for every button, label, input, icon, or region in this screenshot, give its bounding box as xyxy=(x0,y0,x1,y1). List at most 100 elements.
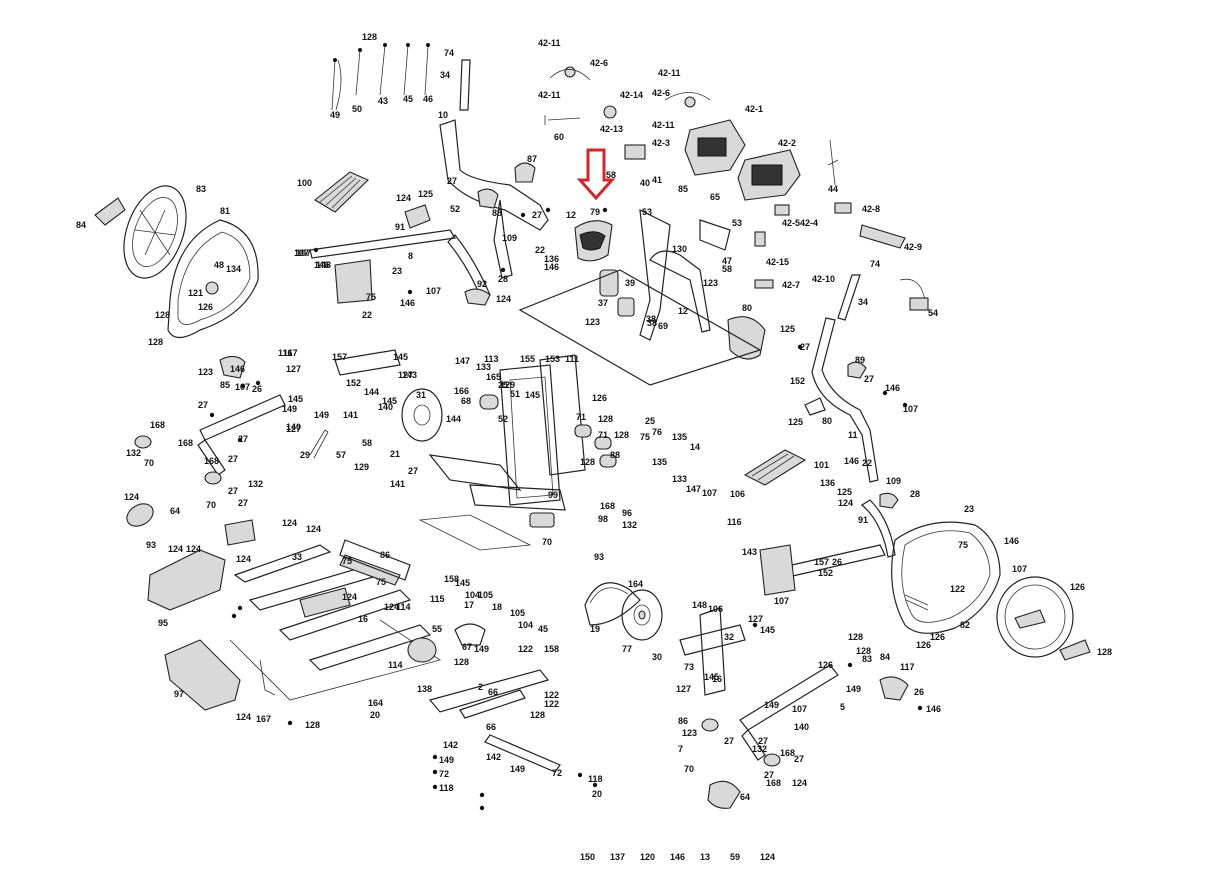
part-number-label: 42-11 xyxy=(538,38,561,48)
part-number-label: 105 xyxy=(478,590,493,600)
part-number-label: 42-3 xyxy=(652,138,670,148)
part-number-label: 57 xyxy=(336,450,346,460)
part-number-label: 167 xyxy=(256,714,271,724)
part-number-label: 128 xyxy=(148,337,163,347)
part-number-label: 128 xyxy=(454,657,469,667)
part-number-label: 114 xyxy=(396,602,411,612)
part-number-label: 126 xyxy=(930,632,945,642)
part-number-label: 2 xyxy=(478,682,483,692)
left-pedal-arm xyxy=(309,162,536,306)
part-number-label: 127 xyxy=(286,424,301,434)
part-number-label: 105 xyxy=(510,608,525,618)
part-number-label: 146 xyxy=(926,704,941,714)
part-number-label: 133 xyxy=(672,474,687,484)
part-number-label: 26 xyxy=(252,384,262,394)
part-number-label: 147 xyxy=(455,356,470,366)
right-pedal-arm xyxy=(759,492,899,596)
part-number-label: 126 xyxy=(1070,582,1085,592)
part-number-label: 97 xyxy=(174,689,184,699)
part-number-label: 124 xyxy=(236,554,251,564)
part-number-label: 86 xyxy=(678,716,688,726)
part-number-label: 5 xyxy=(840,702,845,712)
part-number-label: 125 xyxy=(418,189,433,199)
part-number-label: 84 xyxy=(76,220,86,230)
part-number-label: 122 xyxy=(544,699,559,709)
part-number-label: 138 xyxy=(417,684,432,694)
part-number-label: 20 xyxy=(370,710,380,720)
part-number-label: 25 xyxy=(645,416,655,426)
part-number-label: 124 xyxy=(792,778,807,788)
part-number-label: 127 xyxy=(676,684,691,694)
part-number-label: 17 xyxy=(464,600,474,610)
part-number-label: 128 xyxy=(362,32,377,42)
cable-group-top-left xyxy=(331,43,430,111)
part-number-label: 146 xyxy=(885,383,900,393)
part-number-label: 145 xyxy=(382,396,397,406)
part-number-label: 73 xyxy=(684,662,694,672)
center-base-assembly xyxy=(339,539,561,773)
part-number-label: 95 xyxy=(158,618,168,628)
part-number-label: 42-7 xyxy=(782,280,800,290)
part-number-label: 140 xyxy=(378,402,393,412)
part-number-label: 70 xyxy=(144,458,154,468)
left-upper-handlebar xyxy=(439,59,549,279)
part-number-label: 42-4 xyxy=(800,218,818,228)
right-crank xyxy=(679,607,746,696)
part-number-label: 129 xyxy=(354,462,369,472)
part-number-label: 11 xyxy=(848,430,858,440)
part-number-label: 124 xyxy=(306,524,321,534)
part-79-cover xyxy=(574,220,613,262)
part-number-label: 27 xyxy=(447,176,457,186)
part-number-label: 127 xyxy=(286,364,301,374)
part-number-label: 132 xyxy=(248,479,263,489)
part-number-label: 158 xyxy=(444,574,459,584)
part-number-label: 146 xyxy=(670,852,685,862)
part-number-label: 124 xyxy=(342,592,357,602)
part-number-label: 10 xyxy=(438,110,448,120)
part-number-label: 127 xyxy=(398,370,413,380)
part-number-label: 168 xyxy=(204,456,219,466)
part-number-label: 42-11 xyxy=(538,90,561,100)
part-number-label: 140 xyxy=(794,722,809,732)
part-number-label: 117 xyxy=(900,662,915,672)
part-number-label: 42-8 xyxy=(862,204,880,214)
part-number-label: 126 xyxy=(916,640,931,650)
part-number-label: 116 xyxy=(278,348,293,358)
part-number-label: 74 xyxy=(870,259,880,269)
part-number-label: 145 xyxy=(760,625,775,635)
part-number-label: 87 xyxy=(527,154,537,164)
part-number-label: 141 xyxy=(390,479,405,489)
part-number-label: 146 xyxy=(844,456,859,466)
part-number-label: 135 xyxy=(652,457,667,467)
part-number-label: 118 xyxy=(439,783,454,793)
part-number-label: 27 xyxy=(228,486,238,496)
part-number-label: 107 xyxy=(903,404,918,414)
part-number-label: 145 xyxy=(288,394,303,404)
upper-mast xyxy=(599,208,766,360)
part-number-label: 79 xyxy=(590,207,600,217)
part-number-label: 64 xyxy=(170,506,180,516)
part-number-label: 126 xyxy=(198,302,213,312)
right-lower-arm xyxy=(701,664,909,809)
part-number-label: 124 xyxy=(496,294,511,304)
part-number-label: 101 xyxy=(814,460,829,470)
part-number-label: 86 xyxy=(380,550,390,560)
part-number-label: 109 xyxy=(502,233,517,243)
part-number-label: 49 xyxy=(330,110,340,120)
part-number-label: 111 xyxy=(565,354,579,364)
part-number-label: 130 xyxy=(672,244,687,254)
part-number-label: 125 xyxy=(780,324,795,334)
part-number-label: 58 xyxy=(362,438,372,448)
right-upper-handlebar xyxy=(804,274,879,483)
part-number-label: 68 xyxy=(461,396,471,406)
part-number-label: 27 xyxy=(800,342,810,352)
part-number-label: 58 xyxy=(606,170,616,180)
part-number-label: 26 xyxy=(914,687,924,697)
part-number-label: 136 xyxy=(544,254,559,264)
part-number-label: 26 xyxy=(832,557,842,567)
part-number-label: 70 xyxy=(542,537,552,547)
part-number-label: 104 xyxy=(465,590,480,600)
part-number-label: 32 xyxy=(724,632,734,642)
part-number-label: 168 xyxy=(600,501,615,511)
